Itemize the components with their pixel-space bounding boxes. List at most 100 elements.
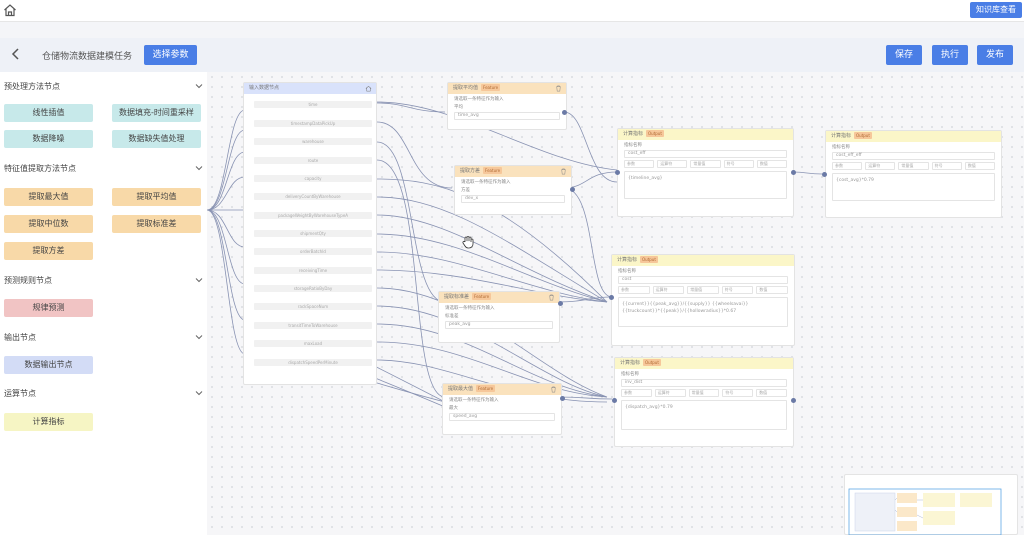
execute-button[interactable]: 执行 [932,45,968,65]
formula-box[interactable]: {cost_avg}*0.79 [832,173,995,201]
input-handle[interactable] [609,295,614,300]
chevron-down-icon[interactable] [195,164,203,172]
output-handle[interactable] [791,170,796,175]
trash-icon[interactable] [560,168,567,175]
number-select[interactable]: 数值 [756,160,788,168]
flow-canvas[interactable]: 输入数据节点 time timestampDataPickUp warehous… [207,72,1024,535]
output-handle[interactable] [570,187,575,192]
back-icon[interactable] [9,47,23,61]
symbol-select[interactable]: 符号 [721,286,754,294]
symbol-select[interactable]: 符号 [723,160,754,168]
palette-item-max[interactable]: 提取最大值 [4,188,93,206]
palette-item-stddev[interactable]: 提取标准差 [112,215,201,233]
node-value-input[interactable]: peak_avg [445,321,553,329]
node-value-input[interactable]: dev_x [461,195,565,203]
trash-icon[interactable] [548,294,555,301]
symbol-select[interactable]: 符号 [722,389,754,397]
formula-box[interactable]: {timeline_avg} [624,171,787,199]
palette-item-missing-value[interactable]: 数据缺失值处理 [112,130,201,148]
input-handle[interactable] [612,398,617,403]
output-handle[interactable] [560,396,565,401]
palette-item-denoise[interactable]: 数据降噪 [4,130,93,148]
node-label: 方差 [461,188,470,193]
metric-name-input[interactable]: cost_eff [624,150,787,158]
source-field[interactable]: shipmentQty [254,230,372,237]
source-field[interactable]: storageRatioByDay [254,285,372,292]
save-button[interactable]: 保存 [886,45,922,65]
metric-name-input[interactable]: cost_eff_eff [832,152,995,160]
source-field[interactable]: maxLoad [254,340,372,347]
metric-name-input[interactable]: inv_dist [621,379,787,387]
operator-select[interactable]: 运算符 [652,286,685,294]
metric-name-input[interactable]: cost [618,276,788,284]
source-field[interactable]: rackSpaceNum [254,303,372,310]
palette-item-resample[interactable]: 数据填充-时间重采样 [112,104,201,122]
output-handle[interactable] [558,301,563,306]
palette-item-compute[interactable]: 计算指标 [4,413,93,431]
palette-item-median[interactable]: 提取中位数 [4,215,93,233]
input-handle[interactable] [822,172,827,177]
source-field[interactable]: time [254,101,372,108]
home-icon[interactable] [3,3,17,17]
palette-item-mean[interactable]: 提取平均值 [112,188,201,206]
number-select[interactable]: 数值 [756,286,788,294]
formula-box[interactable]: {dispatch_avg}*0.79 [621,400,787,430]
chevron-down-icon[interactable] [195,82,203,90]
source-field[interactable]: receivingTime [254,267,372,274]
output-handle[interactable] [562,110,567,115]
operator-select[interactable]: 运算符 [865,162,896,170]
palette-item-linear-interp[interactable]: 线性插值 [4,104,93,122]
top-bar: 知识库查看 [0,0,1024,22]
node-value-input[interactable]: time_avg [454,112,560,120]
publish-button[interactable]: 发布 [977,45,1013,65]
symbol-select[interactable]: 符号 [931,162,962,170]
chevron-down-icon[interactable] [195,276,203,284]
param-select[interactable]: 参数 [832,162,863,170]
param-select[interactable]: 参数 [618,286,650,294]
knowledge-base-button[interactable]: 知识库查看 [970,2,1022,18]
constant-select[interactable]: 常量值 [687,286,719,294]
number-select[interactable]: 数值 [756,389,787,397]
source-field[interactable]: dispatchSpeedPerMinute [254,359,372,366]
input-handle[interactable] [615,170,620,175]
node-value-input[interactable]: speed_avg [449,413,555,421]
trash-icon[interactable] [550,386,557,393]
source-field[interactable]: deliveryCountByWarehouse [254,193,372,200]
operator-select[interactable]: 运算符 [654,389,686,397]
constant-select[interactable]: 常量值 [690,160,721,168]
select-params-button[interactable]: 选择参数 [144,45,197,65]
source-field[interactable]: transitTimeToWarehouse [254,322,372,329]
trash-icon[interactable] [555,85,562,92]
source-node[interactable]: 输入数据节点 time timestampDataPickUp warehous… [243,82,377,385]
formula-box[interactable]: {{current}}{{peak_avg}}/{{supply}} {{whe… [618,297,788,327]
palette-item-variance[interactable]: 提取方差 [4,242,93,260]
palette-item-predict[interactable]: 规律预测 [4,299,93,317]
palette-item-output[interactable]: 数据输出节点 [4,356,93,374]
node-title: 提取方差 [460,168,481,174]
canvas-minimap[interactable] [844,474,1018,535]
source-field[interactable]: packageWeightByWarehouseTypeA [254,212,372,219]
chevron-down-icon[interactable] [195,389,203,397]
operator-select[interactable]: 运算符 [657,160,688,168]
source-field[interactable]: timestampDataPickUp [254,120,372,127]
source-field[interactable]: orderBatchId [254,248,372,255]
number-select[interactable]: 数值 [964,162,996,170]
constant-select[interactable]: 常量值 [688,389,720,397]
source-field[interactable]: route [254,157,372,164]
source-field[interactable]: capacity [254,175,372,182]
param-select[interactable]: 参数 [621,389,652,397]
chevron-down-icon[interactable] [195,333,203,341]
source-field[interactable]: warehouse [254,138,372,145]
constant-select[interactable]: 常量值 [898,162,929,170]
output-handle[interactable] [791,398,796,403]
node-tag: Feature [472,293,492,300]
param-select[interactable]: 参数 [624,160,655,168]
